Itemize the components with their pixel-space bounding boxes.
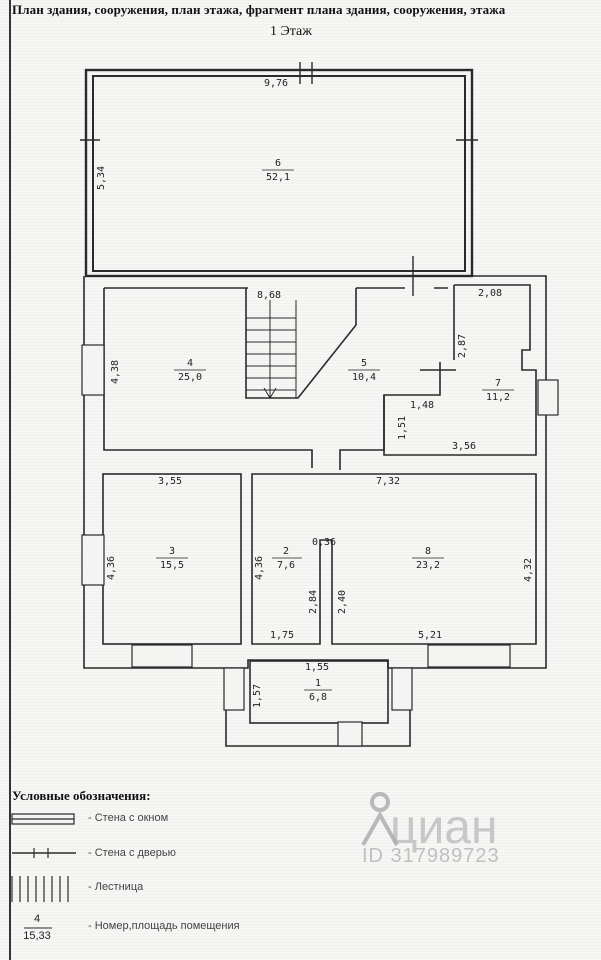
room-5-wall [339, 395, 385, 470]
dimension-label: 3,55 [158, 476, 182, 487]
dimension-label: 9,76 [264, 78, 288, 89]
legend-item: - Лестница [88, 881, 144, 893]
window-symbol [391, 667, 413, 711]
dimension-label: 4,32 [523, 558, 534, 582]
room-number: 2 [283, 546, 289, 557]
room-number: 8 [425, 546, 431, 557]
dimension-label: 3,56 [452, 441, 476, 452]
dimension-label: 5,21 [418, 630, 442, 641]
dimension-label: 2,40 [337, 590, 348, 614]
watermark-id: ID 317989723 [362, 845, 500, 867]
room-area: 23,2 [416, 560, 440, 571]
room-area: 11,2 [486, 392, 510, 403]
room-6-inner-outline [92, 75, 466, 272]
room-3-outline [102, 473, 242, 645]
floor-label: 1 Этаж [270, 24, 312, 39]
dimension-label: 7,32 [376, 476, 400, 487]
dimension-label: 1,48 [410, 400, 434, 411]
room-area: 15,5 [160, 560, 184, 571]
dimension-label: 0,36 [312, 537, 336, 548]
dimension-label: 1,57 [252, 684, 263, 708]
room-number: 6 [275, 158, 281, 169]
room-number: 1 [315, 678, 321, 689]
room-1-outline [249, 660, 389, 724]
room-2-8-outline [251, 473, 537, 645]
dimension-label: 1,55 [305, 662, 329, 673]
dimension-label: 1,75 [270, 630, 294, 641]
stair-enclosure [245, 288, 357, 399]
window-symbol [131, 644, 193, 668]
dimension-label: 8,68 [257, 290, 281, 301]
room-7-wall [383, 284, 537, 456]
plan-title: План здания, сооружения, план этажа, фра… [12, 2, 506, 17]
dimension-label: 2,84 [308, 590, 319, 614]
legend-item: - Стена с окном [88, 812, 169, 824]
room-number: 7 [495, 378, 501, 389]
window-symbol [223, 667, 245, 711]
legend-item: - Стена с дверью [88, 847, 176, 859]
legend-room-area: 15,33 [23, 930, 51, 942]
stairs-symbol [246, 300, 297, 399]
room-area: 7,6 [277, 560, 295, 571]
watermark-brand: циан [390, 801, 498, 854]
dimension-label: 4,38 [110, 360, 121, 384]
room-area: 25,0 [178, 372, 202, 383]
room-number: 3 [169, 546, 175, 557]
sheet-border [9, 0, 11, 960]
legend-room-number: 4 [33, 913, 41, 925]
dimension-label: 1,51 [397, 416, 408, 440]
window-symbol [537, 379, 559, 416]
room-6-outline [84, 68, 474, 278]
dimension-label: 5,34 [96, 166, 107, 190]
cian-logo-icon [361, 792, 399, 846]
room-area: 6,8 [309, 692, 327, 703]
room-number: 5 [361, 358, 367, 369]
window-symbol [81, 534, 105, 586]
door-symbol [337, 721, 363, 747]
legend-item: - Номер,площадь помещения [88, 920, 240, 932]
window-symbol [81, 344, 105, 396]
room-area: 52,1 [266, 172, 290, 183]
dimension-label: 4,36 [106, 556, 117, 580]
dimension-label: 4,36 [254, 556, 265, 580]
stairs-icon [11, 876, 69, 902]
window-symbol [427, 644, 511, 668]
legend-title: Условные обозначения: [12, 788, 151, 803]
dimension-label: 2,87 [457, 334, 468, 358]
room-area: 10,4 [352, 372, 376, 383]
dimension-label: 2,08 [478, 288, 502, 299]
room-number: 4 [187, 358, 193, 369]
